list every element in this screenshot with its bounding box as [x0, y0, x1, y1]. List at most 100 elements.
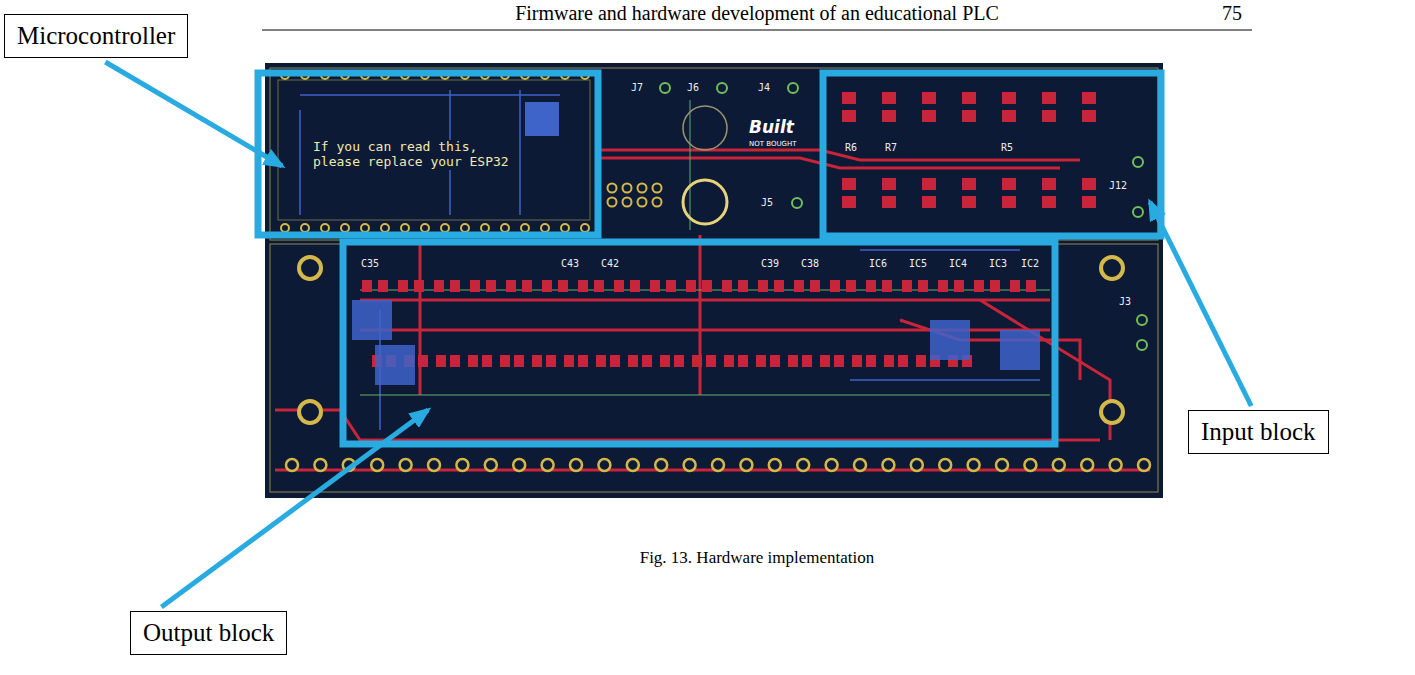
- smd-pad: [596, 355, 606, 367]
- smd-pad: [486, 280, 496, 292]
- smd-pad: [482, 355, 492, 367]
- connector-pad: [1137, 340, 1147, 350]
- callout-text: Microcontroller: [17, 21, 175, 51]
- smd-pad: [468, 355, 478, 367]
- component-ref: C38: [800, 258, 820, 270]
- smd-pad: [436, 355, 446, 367]
- terminal-pin: [1053, 459, 1065, 471]
- smd-pad: [918, 280, 928, 292]
- smd-pad: [884, 355, 894, 367]
- copper-trace-bottom: [850, 379, 1040, 381]
- header-pin: [361, 224, 369, 232]
- component-ref: IC6: [868, 258, 888, 270]
- smd-pad: [434, 280, 444, 292]
- component-ref: C42: [600, 258, 620, 270]
- copper-trace: [600, 158, 1060, 168]
- smd-pad: [610, 355, 620, 367]
- header-pin: [521, 224, 529, 232]
- smd-pad: [692, 355, 702, 367]
- smd-pad: [834, 355, 844, 367]
- logo-text: NOT BOUGHT: [748, 140, 798, 148]
- running-header: Firmware and hardware development of an …: [515, 2, 999, 25]
- header-pin: [541, 224, 549, 232]
- board-outline: [270, 244, 1158, 492]
- terminal-pin: [769, 459, 781, 471]
- copper-trace: [419, 240, 422, 395]
- smd-pad: [1002, 110, 1016, 122]
- smd-pad: [686, 280, 696, 292]
- signal-trace: [690, 100, 691, 230]
- smd-pad: [414, 280, 424, 292]
- smd-pad: [628, 355, 638, 367]
- connector-pad: [792, 198, 802, 208]
- terminal-pin: [570, 459, 582, 471]
- smd-pad: [852, 355, 862, 367]
- logo-text: Built: [748, 118, 795, 138]
- smd-pad: [594, 280, 604, 292]
- smd-pad: [846, 280, 856, 292]
- logo-seal: [683, 180, 727, 224]
- copper-trace-bottom: [519, 90, 521, 215]
- connector-ref: J6: [686, 82, 700, 94]
- smd-pad: [722, 280, 732, 292]
- smd-pad: [738, 355, 748, 367]
- terminal-pin: [286, 459, 298, 471]
- header-pin: [653, 198, 662, 207]
- header-pin: [581, 224, 589, 232]
- header-pin: [481, 224, 489, 232]
- smd-pad: [470, 280, 480, 292]
- smd-pad: [362, 280, 372, 292]
- smd-pad: [902, 280, 912, 292]
- smd-pad: [882, 178, 896, 190]
- connector-ref: J7: [630, 82, 644, 94]
- smd-pad: [1082, 178, 1096, 190]
- module-outline: [278, 80, 590, 220]
- copper-trace-bottom: [300, 94, 560, 96]
- copper-trace-bottom: [860, 249, 1020, 251]
- smd-pad: [962, 196, 976, 208]
- smd-pad: [614, 280, 624, 292]
- smd-pad: [842, 178, 856, 190]
- smd-pad: [794, 280, 804, 292]
- component-ref: R5: [1000, 142, 1014, 154]
- callout-box: Microcontroller: [4, 14, 188, 58]
- terminal-pin: [456, 459, 468, 471]
- smd-pad: [674, 355, 684, 367]
- connector-pad: [660, 83, 670, 93]
- smd-pad: [820, 355, 830, 367]
- smd-pad: [532, 355, 542, 367]
- copper-trace-bottom: [299, 110, 301, 215]
- header-pin: [301, 224, 309, 232]
- figure-caption: Fig. 13. Hardware implementation: [640, 548, 875, 568]
- smd-pad: [542, 280, 552, 292]
- smd-pad: [990, 280, 1000, 292]
- smd-pad: [962, 92, 976, 104]
- smd-pad: [898, 355, 908, 367]
- smd-pad: [756, 355, 766, 367]
- connector-pad: [1133, 207, 1143, 217]
- silkscreen-note: If you can read this, please replace you…: [312, 140, 517, 170]
- connector-ref: J12: [1108, 180, 1128, 192]
- copper-trace: [980, 300, 1110, 440]
- component-ref: C43: [560, 258, 580, 270]
- smd-pad: [1002, 178, 1016, 190]
- header-pin: [341, 224, 349, 232]
- smd-pad: [1042, 196, 1056, 208]
- leader-arrow: [1150, 202, 1251, 406]
- smd-pad: [724, 355, 734, 367]
- header-pin: [623, 184, 632, 193]
- smd-pad: [578, 355, 588, 367]
- smd-pad: [810, 280, 820, 292]
- smd-pad: [788, 355, 798, 367]
- connector-pad: [717, 83, 727, 93]
- terminal-pin: [939, 459, 951, 471]
- terminal-pin: [797, 459, 809, 471]
- smd-pad: [974, 280, 984, 292]
- component-ref: R7: [884, 142, 898, 154]
- highlight-region: [823, 73, 1161, 236]
- smd-pad: [758, 280, 768, 292]
- component-ref: IC3: [988, 258, 1008, 270]
- chip-footprint: [525, 102, 559, 136]
- mounting-hole: [1101, 401, 1123, 423]
- header-pin: [501, 224, 509, 232]
